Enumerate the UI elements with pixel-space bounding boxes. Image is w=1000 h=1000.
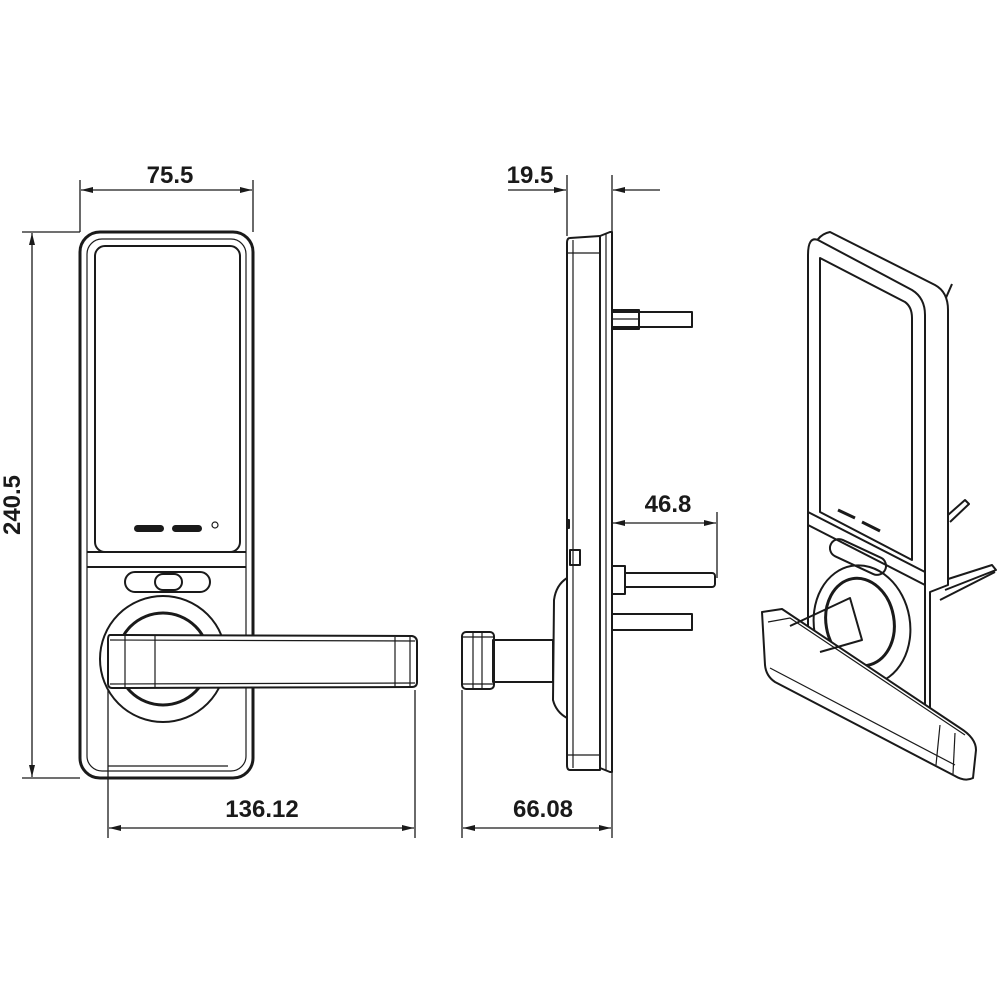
fingerprint-pill bbox=[124, 571, 211, 593]
pin-bottom bbox=[611, 613, 693, 631]
spindle-pin bbox=[611, 572, 716, 588]
side-rose bbox=[552, 577, 568, 719]
fingerprint-pill-inner bbox=[154, 573, 183, 591]
side-lever-shaft bbox=[492, 639, 554, 683]
persp-lever bbox=[761, 608, 977, 781]
side-view: 19.5 46.8 66.08 bbox=[461, 162, 718, 838]
side-body bbox=[566, 235, 601, 771]
persp-pin-lower bbox=[944, 564, 997, 591]
indicator-dash-left bbox=[134, 525, 164, 532]
perspective-view bbox=[761, 231, 997, 781]
dim-plate-depth: 19.5 bbox=[507, 162, 554, 189]
dim-total-depth: 66.08 bbox=[513, 796, 573, 823]
dim-front-height: 240.5 bbox=[0, 475, 26, 535]
front-screen bbox=[94, 245, 241, 553]
dim-lever-length: 136.12 bbox=[225, 796, 298, 823]
persp-pin-upper bbox=[947, 499, 970, 523]
side-lever-knob bbox=[461, 631, 495, 690]
side-backplate bbox=[599, 231, 613, 773]
indicator-dash-right bbox=[172, 525, 202, 532]
front-view: 75.5 240.5 136.12 bbox=[0, 162, 418, 838]
dim-spindle-length: 46.8 bbox=[645, 491, 692, 518]
front-outer-body bbox=[78, 230, 255, 780]
persp-screen bbox=[819, 257, 913, 561]
dim-front-width: 75.5 bbox=[147, 162, 194, 189]
front-inner-rim bbox=[86, 238, 247, 772]
front-lever bbox=[107, 634, 418, 689]
indicator-dot bbox=[211, 521, 219, 529]
